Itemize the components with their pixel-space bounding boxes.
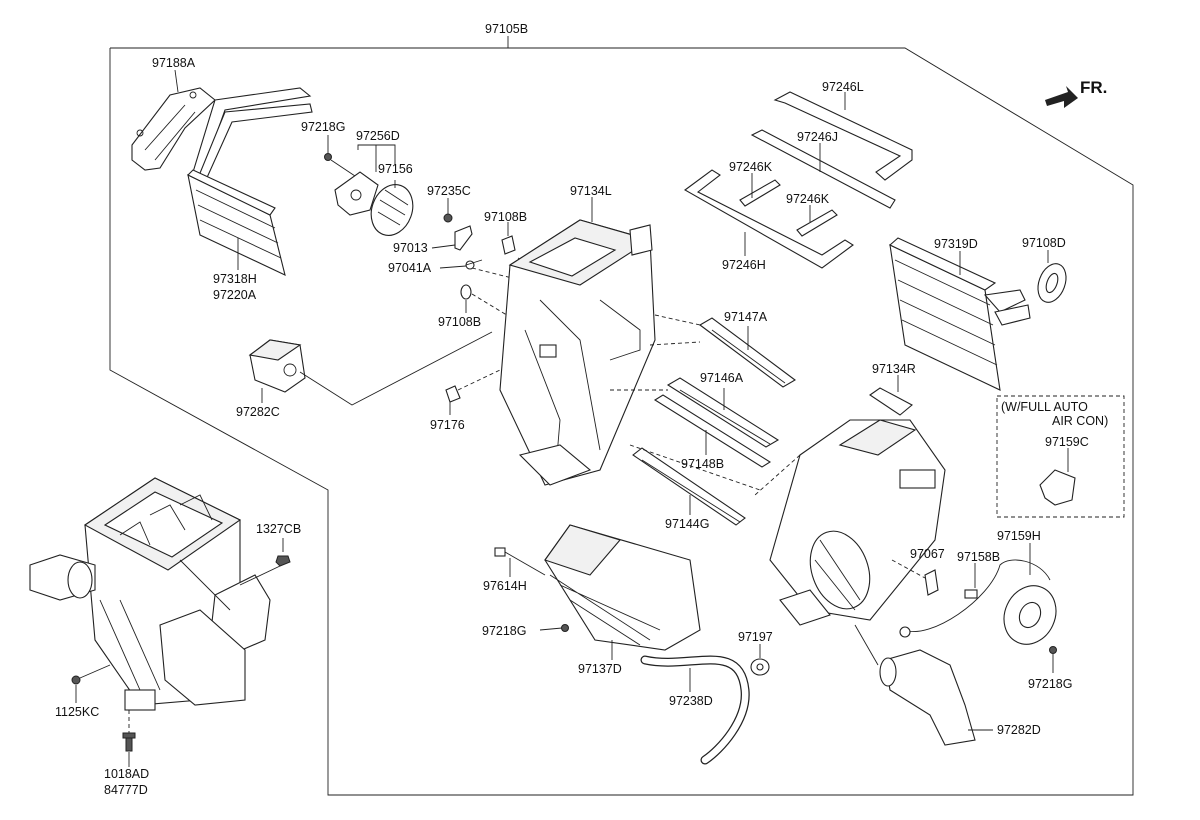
screw-1125KC-icon <box>71 675 81 685</box>
seal-97108D-icon <box>1037 263 1067 303</box>
label-97319D: 97319D <box>934 237 978 251</box>
label-97246K-a: 97246K <box>729 160 773 174</box>
door-97147A-icon <box>699 317 796 388</box>
evaporator-97319D-icon <box>889 237 1031 391</box>
label-97156: 97156 <box>378 162 413 176</box>
label-1125KC: 1125KC <box>55 705 100 719</box>
label-97282C: 97282C <box>236 405 280 419</box>
label-97159H: 97159H <box>997 529 1041 543</box>
label-1018AD: 1018AD <box>104 767 150 781</box>
label-97246J: 97246J <box>797 130 839 144</box>
case-97134L-icon <box>499 219 656 486</box>
clip-97235C-icon <box>443 213 453 223</box>
sensor-97159C-icon <box>1039 469 1076 506</box>
grommet-97108B-icon <box>501 235 516 255</box>
actuator-97282C-icon <box>248 339 306 393</box>
label-97137D: 97137D <box>578 662 622 676</box>
case-97137D-icon <box>544 524 701 651</box>
label-97158B: 97158B <box>957 550 1001 564</box>
sensor-97614H-icon <box>494 547 546 576</box>
label-97013: 97013 <box>393 241 428 255</box>
label-97148B: 97148B <box>681 457 725 471</box>
label-97176: 97176 <box>430 418 465 432</box>
label-97218G-right: 97218G <box>1028 677 1073 691</box>
grommet-97197-icon <box>750 658 770 676</box>
screw-97218G-icon <box>324 153 332 161</box>
actuator-97256D-icon <box>334 171 379 216</box>
label-97282D: 97282D <box>997 723 1041 737</box>
nut-1327CB-icon <box>275 555 291 567</box>
door-97148B-icon <box>653 394 772 468</box>
label-97238D: 97238D <box>669 694 713 708</box>
label-97144G: 97144G <box>665 517 710 531</box>
hvac-assembly-icon <box>29 477 271 711</box>
filter-frame-97246L-icon <box>773 91 913 181</box>
label-97246K-b: 97246K <box>786 192 830 206</box>
label-97246H: 97246H <box>722 258 766 272</box>
grommet-97108B-lower-icon <box>460 284 472 300</box>
label-97318H: 97318H <box>213 272 257 286</box>
label-97108B-lower: 97108B <box>438 315 482 329</box>
blower-motor-97159H-icon <box>899 559 1057 645</box>
label-97108B-top: 97108B <box>484 210 528 224</box>
link-97041A-icon <box>465 259 483 270</box>
label-97067: 97067 <box>910 547 945 561</box>
hose-97238D-icon <box>640 655 750 765</box>
filter-bar-97246K-b-icon <box>796 209 838 237</box>
motor-97156-icon <box>370 184 414 236</box>
label-97108D: 97108D <box>1022 236 1066 250</box>
screw-97218G-right-icon <box>1049 646 1057 654</box>
label-1327CB: 1327CB <box>256 522 302 536</box>
label-97256D: 97256D <box>356 129 400 143</box>
front-direction-arrow-icon <box>1045 86 1078 108</box>
bolt-1018AD-icon <box>122 732 136 752</box>
case-97134R-icon <box>769 387 946 626</box>
option-note-line1: (W/FULL AUTO <box>1001 400 1088 414</box>
label-97218G-top: 97218G <box>301 120 346 134</box>
label-97159C: 97159C <box>1045 435 1089 449</box>
label-97146A: 97146A <box>700 371 744 385</box>
filter-frame-97246H-icon <box>683 169 854 269</box>
option-note-line2: AIR CON) <box>1052 414 1109 428</box>
lever-97013-icon <box>454 225 473 251</box>
label-97134R: 97134R <box>872 362 916 376</box>
motor-97282D-icon <box>879 649 976 746</box>
full-auto-option-box <box>996 395 1125 518</box>
screw-97176-icon <box>445 385 461 403</box>
front-direction-label: FR. <box>1080 78 1108 97</box>
label-97147A: 97147A <box>724 310 768 324</box>
bracket-97188A-icon <box>131 87 216 171</box>
door-97144G-icon <box>632 447 746 526</box>
label-97041A: 97041A <box>388 261 432 275</box>
label-97134L: 97134L <box>570 184 612 198</box>
filter-bar-97246K-icon <box>739 179 781 207</box>
label-97614H: 97614H <box>483 579 527 593</box>
sensor-97158B-icon <box>964 589 978 599</box>
label-97188A: 97188A <box>152 56 196 70</box>
assembly-frame-line <box>109 47 1134 796</box>
label-97235C: 97235C <box>427 184 471 198</box>
filter-bar-97246J-icon <box>750 129 896 209</box>
label-97197: 97197 <box>738 630 773 644</box>
label-97246L: 97246L <box>822 80 864 94</box>
heater-core-97318H-icon <box>187 87 313 276</box>
screw-97218G-lower-icon <box>561 624 569 632</box>
label-84777D: 84777D <box>104 783 148 797</box>
label-97218G-lower: 97218G <box>482 624 527 638</box>
door-97146A-icon <box>666 377 780 448</box>
clip-97067-icon <box>924 569 939 596</box>
label-97220A: 97220A <box>213 288 257 302</box>
label-97105B: 97105B <box>485 22 529 36</box>
